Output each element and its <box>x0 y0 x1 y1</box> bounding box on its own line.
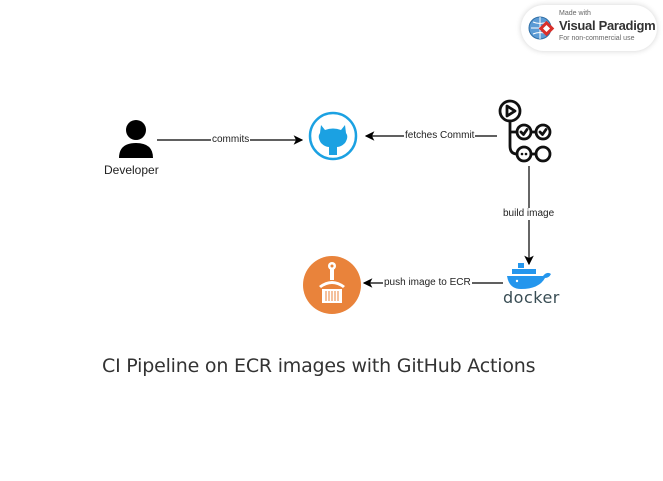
docker-whale-icon[interactable] <box>503 259 555 289</box>
visual-paradigm-watermark: Made with Visual Paradigm For non-commer… <box>521 5 657 51</box>
aws-ecr-icon[interactable] <box>302 255 362 315</box>
edge-label-build: build image <box>502 208 556 220</box>
watermark-brand: Visual Paradigm <box>559 18 656 33</box>
watermark-text: Made with Visual Paradigm For non-commer… <box>559 9 656 43</box>
edge-label-fetches: fetches Commit <box>404 130 476 142</box>
visual-paradigm-logo-icon <box>528 16 555 40</box>
developer-person-icon[interactable] <box>117 119 155 159</box>
github-icon[interactable] <box>307 111 359 161</box>
diagram-title: CI Pipeline on ECR images with GitHub Ac… <box>102 355 536 377</box>
github-actions-icon[interactable] <box>495 98 563 166</box>
developer-label: Developer <box>104 163 159 177</box>
edge-label-push: push image to ECR <box>383 277 472 289</box>
docker-label: docker <box>503 288 560 307</box>
watermark-made-with: Made with <box>559 10 591 17</box>
edge-label-commits: commits <box>211 134 251 146</box>
watermark-note: For non-commercial use <box>559 35 635 42</box>
